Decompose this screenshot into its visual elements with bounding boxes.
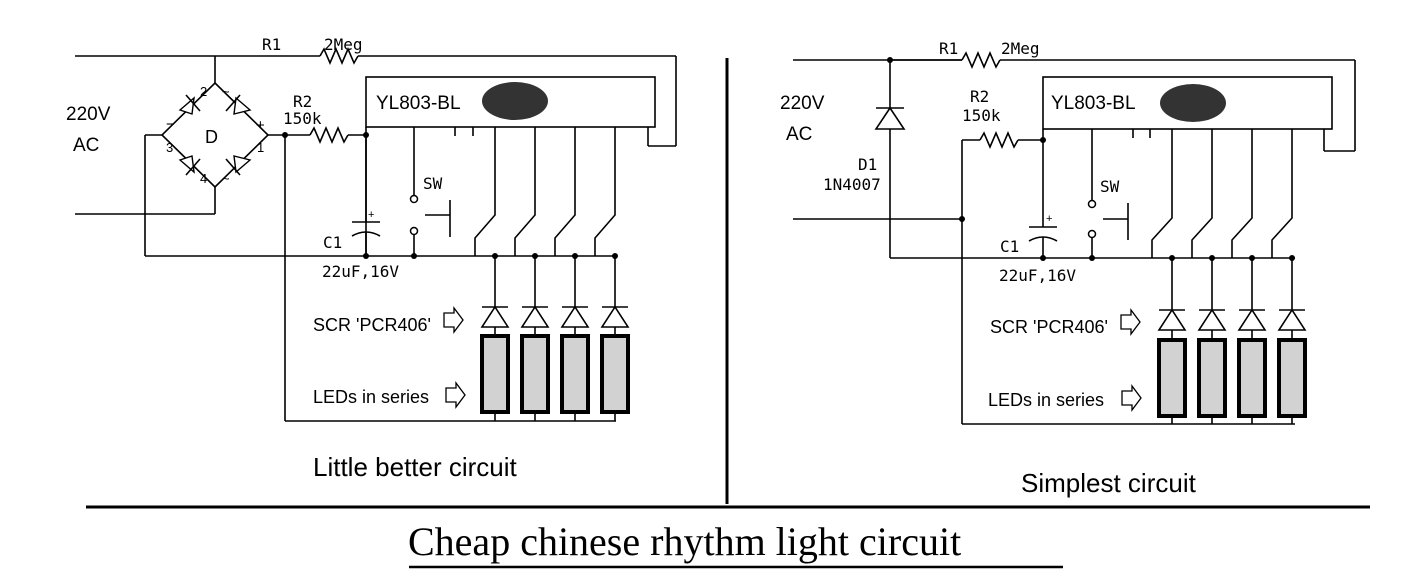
right-scr-label: SCR 'PCR406' — [990, 317, 1108, 337]
left-r2-value: 150k — [283, 109, 322, 128]
right-r2-resistor — [979, 130, 1019, 150]
right-c1-value: 22uF,16V — [999, 266, 1076, 285]
left-r1-name: R1 — [262, 35, 281, 54]
left-bridge-pin-4: 4 — [200, 171, 207, 186]
right-scr-channel-4 — [1277, 255, 1307, 424]
left-bridge-plus: + — [256, 117, 265, 134]
left-r1-value: 2Meg — [324, 35, 363, 54]
left-c1-name: C1 — [323, 233, 342, 252]
left-scr-channel-3 — [560, 253, 590, 421]
right-r1-value: 2Meg — [1001, 39, 1040, 58]
right-scr-channel-3 — [1237, 255, 1267, 424]
left-ic-label: YL803-BL — [376, 93, 461, 114]
right-r2-value: 150k — [962, 106, 1001, 125]
right-ic-module — [1042, 76, 1333, 130]
right-scr-arrow-icon — [1120, 308, 1141, 336]
left-r2-resistor — [309, 125, 349, 145]
left-c1-plus: + — [368, 209, 374, 221]
left-c1-value: 22uF,16V — [322, 262, 399, 281]
right-d1-name: D1 — [858, 155, 877, 174]
left-scr-label: SCR 'PCR406' — [313, 315, 431, 335]
right-circuit: 220V AC D1 1N4007 R1 2Meg R2 150k YL803-… — [780, 39, 1356, 498]
right-r1-name: R1 — [939, 39, 958, 58]
left-bridge-minus: − — [166, 116, 175, 133]
left-ic-blob — [482, 82, 548, 120]
left-sw-contact-top — [409, 194, 419, 204]
left-source-label-line1: 220V — [66, 104, 111, 125]
left-caption: Little better circuit — [313, 452, 518, 482]
left-scr-arrow-icon — [443, 306, 464, 334]
left-r2-name: R2 — [293, 92, 312, 111]
left-led-arrow-icon — [445, 381, 466, 409]
right-sw-contact-top — [1087, 199, 1097, 209]
right-c1-plus: + — [1046, 213, 1052, 225]
right-sw-label: SW — [1100, 177, 1120, 196]
right-scr-channel-2 — [1197, 255, 1227, 424]
right-source-label-line1: 220V — [780, 93, 825, 114]
right-d1-diode — [874, 106, 906, 130]
right-ic-blob — [1160, 84, 1226, 122]
left-bridge-label: D — [205, 127, 218, 147]
svg-text:~: ~ — [222, 171, 230, 186]
left-circuit: D 2 ~ 3 − + 1 4 ~ 220V AC R2 150k — [66, 35, 677, 482]
right-source-label-line2: AC — [786, 124, 812, 145]
svg-text:~: ~ — [222, 84, 230, 99]
left-bridge-pin-3: 3 — [166, 140, 173, 155]
left-bridge-rectifier — [160, 81, 270, 189]
left-ic-module — [365, 76, 656, 128]
left-bridge-pin-1: 1 — [257, 140, 264, 155]
left-sw-label: SW — [423, 174, 443, 193]
left-sw-contact-bottom — [409, 226, 419, 236]
right-scr-channel-1 — [1157, 255, 1187, 424]
right-r2-name: R2 — [970, 87, 989, 106]
left-bridge-pin-2: 2 — [200, 84, 207, 99]
main-title: Cheap chinese rhythm light circuit — [408, 519, 961, 564]
right-ic-label: YL803-BL — [1051, 93, 1136, 114]
left-source-label-line2: AC — [73, 135, 99, 156]
right-led-arrow-icon — [1121, 384, 1142, 412]
left-led-label: LEDs in series — [313, 387, 429, 407]
left-r1-resistor — [319, 46, 359, 66]
right-c1-name: C1 — [1000, 237, 1019, 256]
left-scr-channel-2 — [520, 253, 550, 421]
right-d1-part: 1N4007 — [823, 175, 881, 194]
right-led-label: LEDs in series — [988, 390, 1104, 410]
left-scr-channel-4 — [600, 253, 630, 421]
right-r1-resistor — [961, 50, 1001, 70]
left-scr-channel-1 — [480, 253, 510, 421]
right-sw-contact-bottom — [1087, 229, 1097, 239]
right-caption: Simplest circuit — [1021, 468, 1197, 498]
